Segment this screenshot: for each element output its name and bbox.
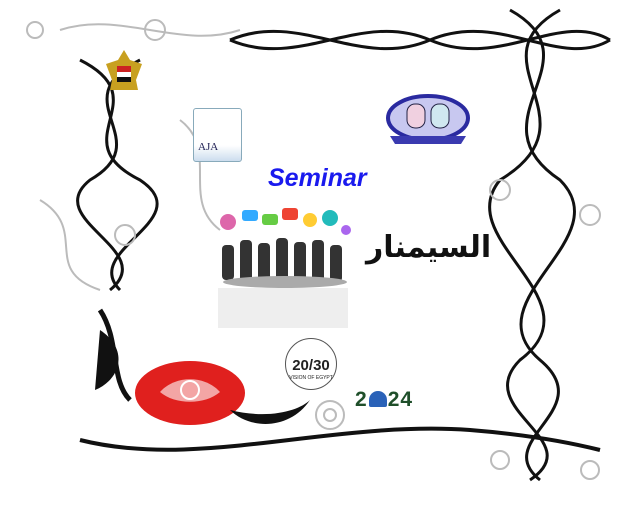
emblem-icon xyxy=(368,391,387,407)
left-strand-2 xyxy=(76,58,141,292)
year-left: 2 xyxy=(355,388,368,411)
aja-logo: AJA xyxy=(193,108,242,162)
right-strand-1 xyxy=(509,8,576,482)
vision-number: 20/30 xyxy=(292,357,330,374)
university-seal-logo xyxy=(386,94,470,144)
top-strand-2 xyxy=(229,29,611,51)
bottom-sweep xyxy=(79,426,601,452)
seminar-title: Seminar xyxy=(268,164,367,192)
rose-icon xyxy=(95,330,310,425)
aja-logo-text: AJA xyxy=(198,141,219,153)
vision-caption: VISION OF EGYPT xyxy=(289,375,333,381)
year-right: 24 xyxy=(387,388,414,411)
seminar-title-arabic: السيمنار xyxy=(366,230,492,265)
left-strand-1 xyxy=(79,58,159,292)
right-strand-2 xyxy=(488,8,561,482)
egypt-eagle-emblem xyxy=(106,50,142,90)
vision-2030-logo: 20/30 VISION OF EGYPT xyxy=(285,338,337,390)
year-2024-logo: 2 24 xyxy=(355,388,413,412)
meeting-people-illustration xyxy=(218,208,351,328)
